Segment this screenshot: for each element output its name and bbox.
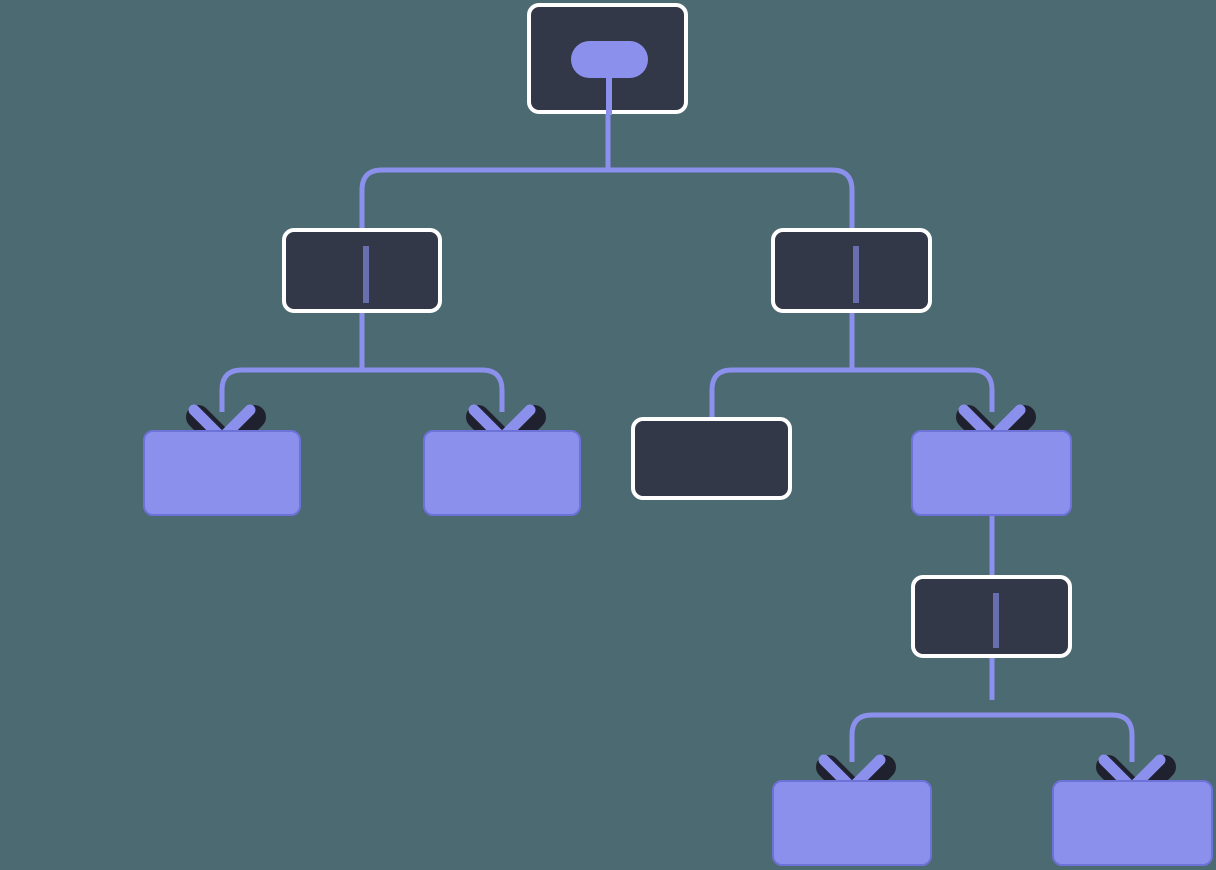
- node-l4b[interactable]: [1052, 780, 1213, 866]
- node-l1b[interactable]: [771, 228, 932, 313]
- node-l2a[interactable]: [143, 430, 301, 516]
- node-l2d[interactable]: [911, 430, 1072, 516]
- node-l1a-through-line: [363, 246, 369, 303]
- node-root-inner-stem: [606, 75, 612, 115]
- node-l2c[interactable]: [631, 417, 792, 500]
- node-root[interactable]: [527, 3, 688, 115]
- node-l4a[interactable]: [772, 780, 932, 866]
- node-root-pill: [571, 41, 648, 78]
- node-l1b-through-line: [853, 246, 859, 303]
- node-l3a[interactable]: [911, 575, 1072, 658]
- node-l1a[interactable]: [282, 228, 442, 313]
- node-l2b[interactable]: [423, 430, 581, 516]
- node-l3a-through-line: [993, 593, 999, 648]
